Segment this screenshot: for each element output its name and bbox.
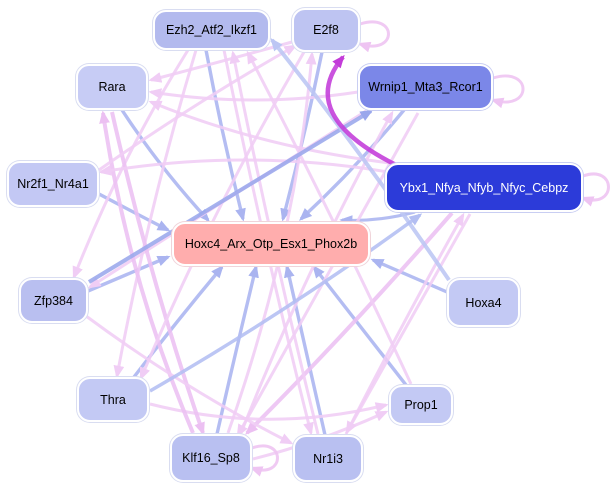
- node-wrnip1[interactable]: Wrnip1_Mta3_Rcor1: [358, 64, 493, 110]
- edge-nr1i3-hoxc4: [284, 264, 327, 436]
- edge-ybx1-e2f8: [325, 54, 399, 169]
- edge-wrnip1-klf16: [236, 112, 420, 438]
- edge-ezh2-hoxc4: [204, 49, 246, 222]
- self-loop-ybx1: [580, 172, 610, 207]
- self-loop-e2f8: [357, 20, 390, 53]
- edge-e2f8-thra: [139, 51, 306, 381]
- edge-ybx1-hoxc4: [339, 210, 416, 226]
- node-hoxc4[interactable]: Hoxc4_Arx_Otp_Esx1_Phox2b: [172, 222, 370, 266]
- node-thra[interactable]: Thra: [77, 377, 149, 422]
- node-label: Rara: [98, 80, 126, 94]
- self-loop-klf16: [249, 444, 279, 477]
- node-ybx1[interactable]: Ybx1_Nfya_Nfyb_Nfyc_Cebpz: [385, 163, 583, 212]
- edge-klf16-hoxc4: [215, 264, 259, 435]
- node-label: E2f8: [313, 23, 339, 37]
- node-ezh2[interactable]: Ezh2_Atf2_Ikzf1: [153, 10, 270, 50]
- node-zfp384[interactable]: Zfp384: [19, 278, 88, 323]
- edge-hoxa4-ezh2: [270, 37, 451, 282]
- edge-prop1-hoxc4: [312, 264, 408, 387]
- node-label: Klf16_Sp8: [182, 451, 240, 465]
- edge-klf16-rara: [99, 110, 195, 434]
- node-hoxa4[interactable]: Hoxa4: [447, 278, 520, 327]
- edge-ezh2-thra: [113, 49, 198, 379]
- edge-prop1-ezh2: [246, 50, 413, 385]
- edge-thra-hoxc4: [132, 264, 224, 379]
- edge-wrnip1-rara: [148, 88, 359, 102]
- node-prop1[interactable]: Prop1: [389, 385, 453, 425]
- edge-nr2f1-e2f8: [98, 44, 298, 172]
- node-label: Ybx1_Nfya_Nfyb_Nfyc_Cebpz: [399, 180, 569, 195]
- node-label: Nr2f1_Nr4a1: [17, 177, 89, 191]
- edge-nr2f1-hoxc4: [98, 192, 171, 232]
- edge-zfp384-wrnip1: [87, 109, 374, 284]
- node-label: Hoxa4: [465, 295, 502, 310]
- edge-hoxa4-hoxc4: [370, 258, 448, 294]
- edge-rara-klf16: [110, 111, 205, 436]
- node-e2f8[interactable]: E2f8: [292, 8, 360, 52]
- node-label: Prop1: [404, 398, 438, 412]
- node-label: Ezh2_Atf2_Ikzf1: [165, 23, 258, 37]
- node-label: Wrnip1_Mta3_Rcor1: [368, 80, 483, 94]
- node-rara[interactable]: Rara: [76, 64, 148, 110]
- edge-ybx1-nr1i3: [345, 213, 472, 435]
- edge-zfp384-nr1i3: [85, 314, 294, 445]
- node-nr1i3[interactable]: Nr1i3: [293, 435, 363, 482]
- edge-thra-ybx1: [149, 213, 423, 393]
- node-label: Zfp384: [34, 293, 73, 308]
- node-label: Thra: [100, 392, 126, 407]
- node-label: Hoxc4_Arx_Otp_Esx1_Phox2b: [184, 237, 358, 251]
- node-nr2f1[interactable]: Nr2f1_Nr4a1: [7, 161, 99, 207]
- self-loop-wrnip1: [490, 74, 525, 109]
- node-klf16[interactable]: Klf16_Sp8: [170, 434, 252, 482]
- node-label: Nr1i3: [313, 451, 343, 466]
